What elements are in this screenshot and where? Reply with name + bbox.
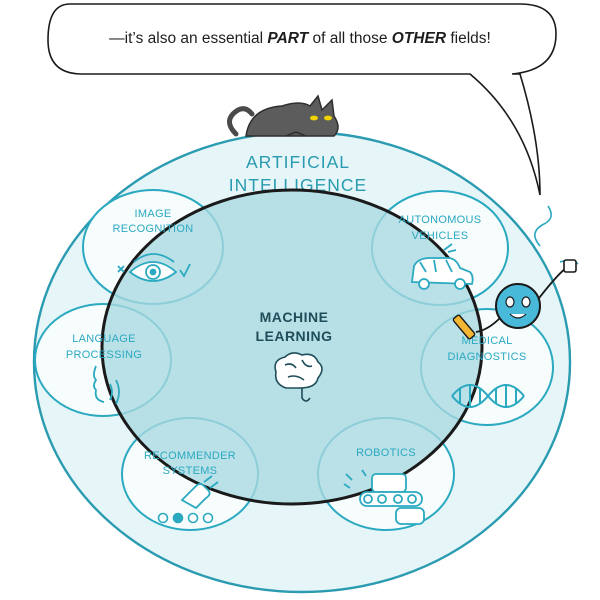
label-robotics: ROBOTICS [356,447,416,459]
ai-label-line-1: ARTIFICIAL [246,152,350,172]
label-recommender-systems-1: RECOMMENDER [144,450,236,462]
ai-label-line-2: INTELLIGENCE [229,175,367,195]
robot-mascot [452,205,579,340]
speaking-face-icon [93,365,120,405]
label-recommender-systems-2: SYSTEMS [163,465,218,477]
label-autonomous-vehicles-2: VEHICLES [412,230,469,242]
speech-bubble: —it’s also an essential PART of all thos… [47,3,557,196]
label-language-processing-1: LANGUAGE [72,333,136,345]
brain-icon [274,352,323,402]
label-image-recognition-2: RECOGNITION [113,223,194,235]
label-autonomous-vehicles-1: AUTONOMOUS [399,214,482,226]
speech-text: —it’s also an essential PART of all thos… [109,30,491,47]
label-medical-diagnostics-2: DIAGNOSTICS [447,351,526,363]
pagination-dots [157,512,214,524]
robot-vehicle-icon [343,469,425,525]
label-language-processing-2: PROCESSING [66,349,142,361]
dna-icon [451,384,525,408]
ml-label-line-1: MACHINE [260,309,329,325]
ml-ellipse [100,188,484,506]
swipe-hand-icon [180,475,219,510]
cat-illustration [227,94,339,137]
car-icon [410,243,474,290]
label-medical-diagnostics-1: MEDICAL [462,335,513,347]
label-image-recognition-1: IMAGE [135,208,172,220]
ml-label-line-2: LEARNING [255,328,332,344]
eye-icon [117,253,191,282]
